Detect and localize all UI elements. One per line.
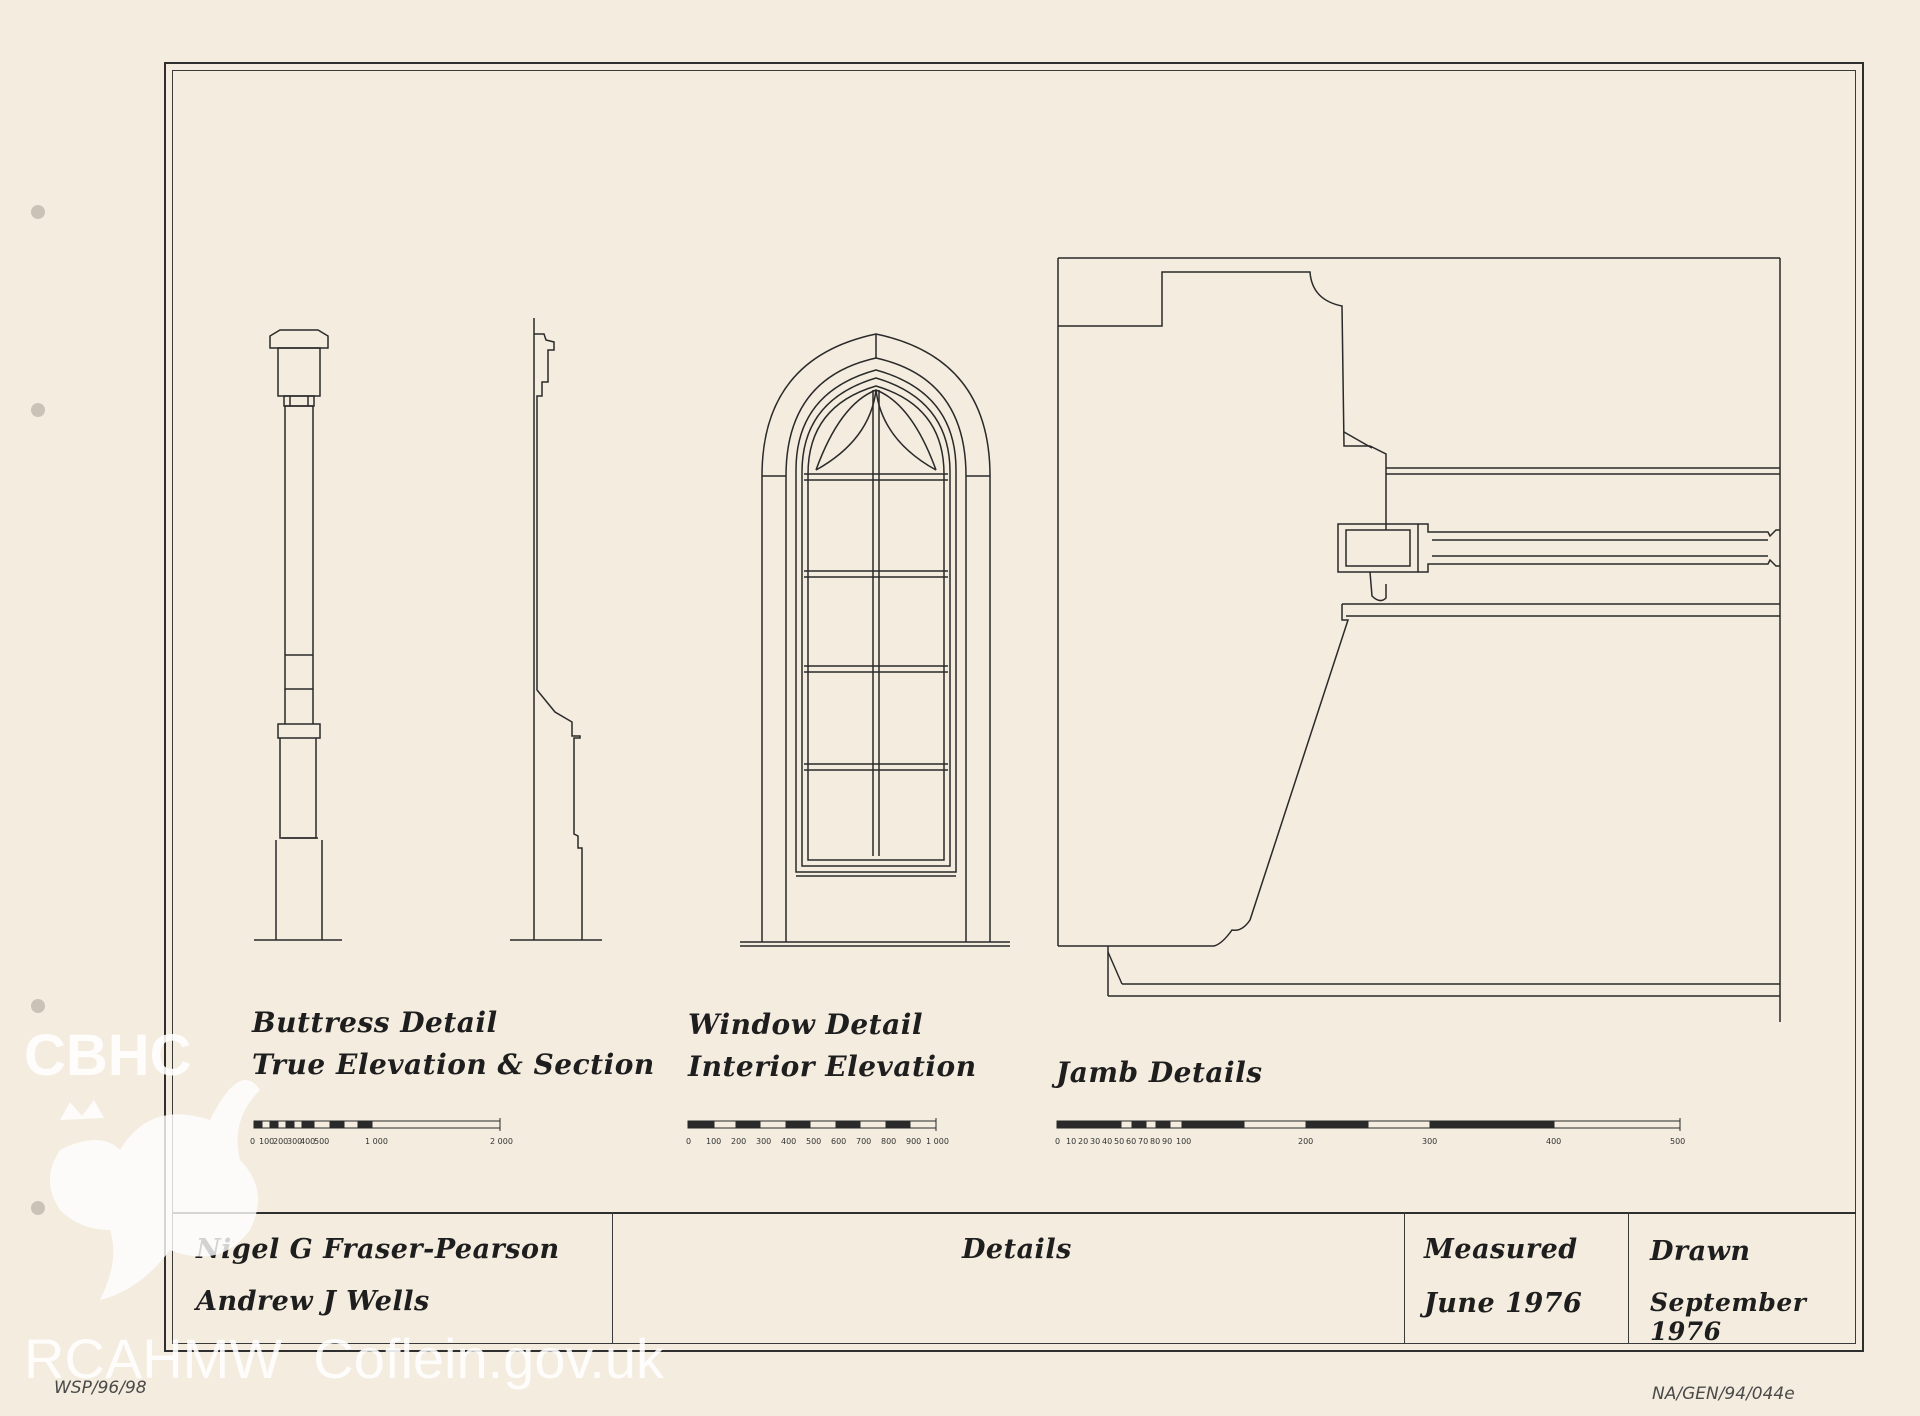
jamb-label-line1: Jamb Details xyxy=(1056,1056,1263,1089)
scale-label: 60 xyxy=(1126,1137,1136,1146)
buttress-label-line1: Buttress Detail xyxy=(252,1006,498,1039)
scale-label: 900 xyxy=(906,1137,921,1146)
scale-label: 70 xyxy=(1138,1137,1148,1146)
scale-label: 400 xyxy=(1546,1137,1561,1146)
buttress-section xyxy=(510,318,602,941)
scale-bar-window xyxy=(687,1118,937,1131)
scale-label: 0 xyxy=(686,1137,691,1146)
scale-label: 400 xyxy=(781,1137,796,1146)
window-elevation xyxy=(740,333,1010,947)
scale-label: 300 xyxy=(287,1137,302,1146)
punch-hole xyxy=(31,205,45,219)
punch-hole xyxy=(31,1201,45,1215)
window-label: Window Detail Interior Elevation xyxy=(688,1004,977,1088)
reference-left: WSP/96/98 xyxy=(54,1378,147,1398)
scale-label: 200 xyxy=(1298,1137,1313,1146)
scale-label: 500 xyxy=(1670,1137,1685,1146)
title-block-divider xyxy=(172,1212,1856,1214)
border-inner xyxy=(172,70,1856,1344)
scale-label: 0 xyxy=(250,1137,255,1146)
scale-label: 800 xyxy=(881,1137,896,1146)
reference-right: NA/GEN/94/044e xyxy=(1652,1384,1795,1404)
author-1: Nigel G Fraser-Pearson xyxy=(196,1234,560,1265)
window-label-line2: Interior Elevation xyxy=(688,1050,977,1083)
scale-label: 10 xyxy=(1066,1137,1076,1146)
title-block-cell-title xyxy=(612,1212,1404,1344)
title-block: Nigel G Fraser-Pearson Andrew J Wells De… xyxy=(172,1212,1856,1346)
measured-label: Measured xyxy=(1424,1234,1578,1265)
scale-label: 100 xyxy=(706,1137,721,1146)
scale-label: 700 xyxy=(856,1137,871,1146)
buttress-elevation xyxy=(254,329,342,941)
watermark-logo-text: CBHC xyxy=(24,1023,192,1088)
scale-label: 1 000 xyxy=(926,1137,949,1146)
scale-bar-jamb xyxy=(1056,1118,1681,1131)
buttress-label-line2: True Elevation & Section xyxy=(252,1048,655,1081)
scale-label: 0 xyxy=(1055,1137,1060,1146)
scale-label: 400 xyxy=(300,1137,315,1146)
scale-label: 300 xyxy=(1422,1137,1437,1146)
punch-hole xyxy=(31,999,45,1013)
buttress-label: Buttress Detail True Elevation & Section xyxy=(252,1002,655,1086)
scale-label: 2 000 xyxy=(490,1137,513,1146)
drawn-date: September 1976 xyxy=(1650,1288,1807,1346)
scale-label: 20 xyxy=(1078,1137,1088,1146)
scale-label: 600 xyxy=(831,1137,846,1146)
scale-labels-jamb: 0 10 20 30 40 50 60 70 80 90 100 200 300… xyxy=(1055,1137,1685,1146)
scale-label: 1 000 xyxy=(365,1137,388,1146)
scale-labels-window: 0 100 200 300 400 500 600 700 800 900 1 … xyxy=(686,1137,949,1146)
scale-labels-buttress: 0 100 200 300 400 500 1 000 2 000 xyxy=(250,1137,513,1146)
scale-label: 40 xyxy=(1102,1137,1112,1146)
scale-label: 300 xyxy=(756,1137,771,1146)
drawn-label: Drawn xyxy=(1650,1236,1751,1267)
window-label-line1: Window Detail xyxy=(688,1008,923,1041)
author-2: Andrew J Wells xyxy=(196,1286,430,1317)
measured-date: June 1976 xyxy=(1424,1288,1583,1319)
title-block-cell-measured xyxy=(1404,1212,1628,1344)
jamb-details xyxy=(1057,257,1781,1022)
scale-bar-buttress xyxy=(253,1118,501,1131)
scale-label: 200 xyxy=(731,1137,746,1146)
jamb-label: Jamb Details xyxy=(1056,1052,1263,1094)
scale-label: 100 xyxy=(1176,1137,1191,1146)
scale-label: 500 xyxy=(806,1137,821,1146)
watermark-site-text: RCAHMW Coflein.gov.uk xyxy=(24,1327,665,1390)
scale-label: 80 xyxy=(1150,1137,1160,1146)
drawing-title: Details xyxy=(962,1234,1072,1265)
scale-label: 200 xyxy=(273,1137,288,1146)
scale-label: 50 xyxy=(1114,1137,1124,1146)
border-outer xyxy=(164,62,1864,1352)
scale-label: 100 xyxy=(259,1137,274,1146)
title-block-cell-drawn xyxy=(1628,1212,1856,1344)
scale-label: 500 xyxy=(314,1137,329,1146)
punch-hole xyxy=(31,403,45,417)
scale-label: 90 xyxy=(1162,1137,1172,1146)
scale-label: 30 xyxy=(1090,1137,1100,1146)
